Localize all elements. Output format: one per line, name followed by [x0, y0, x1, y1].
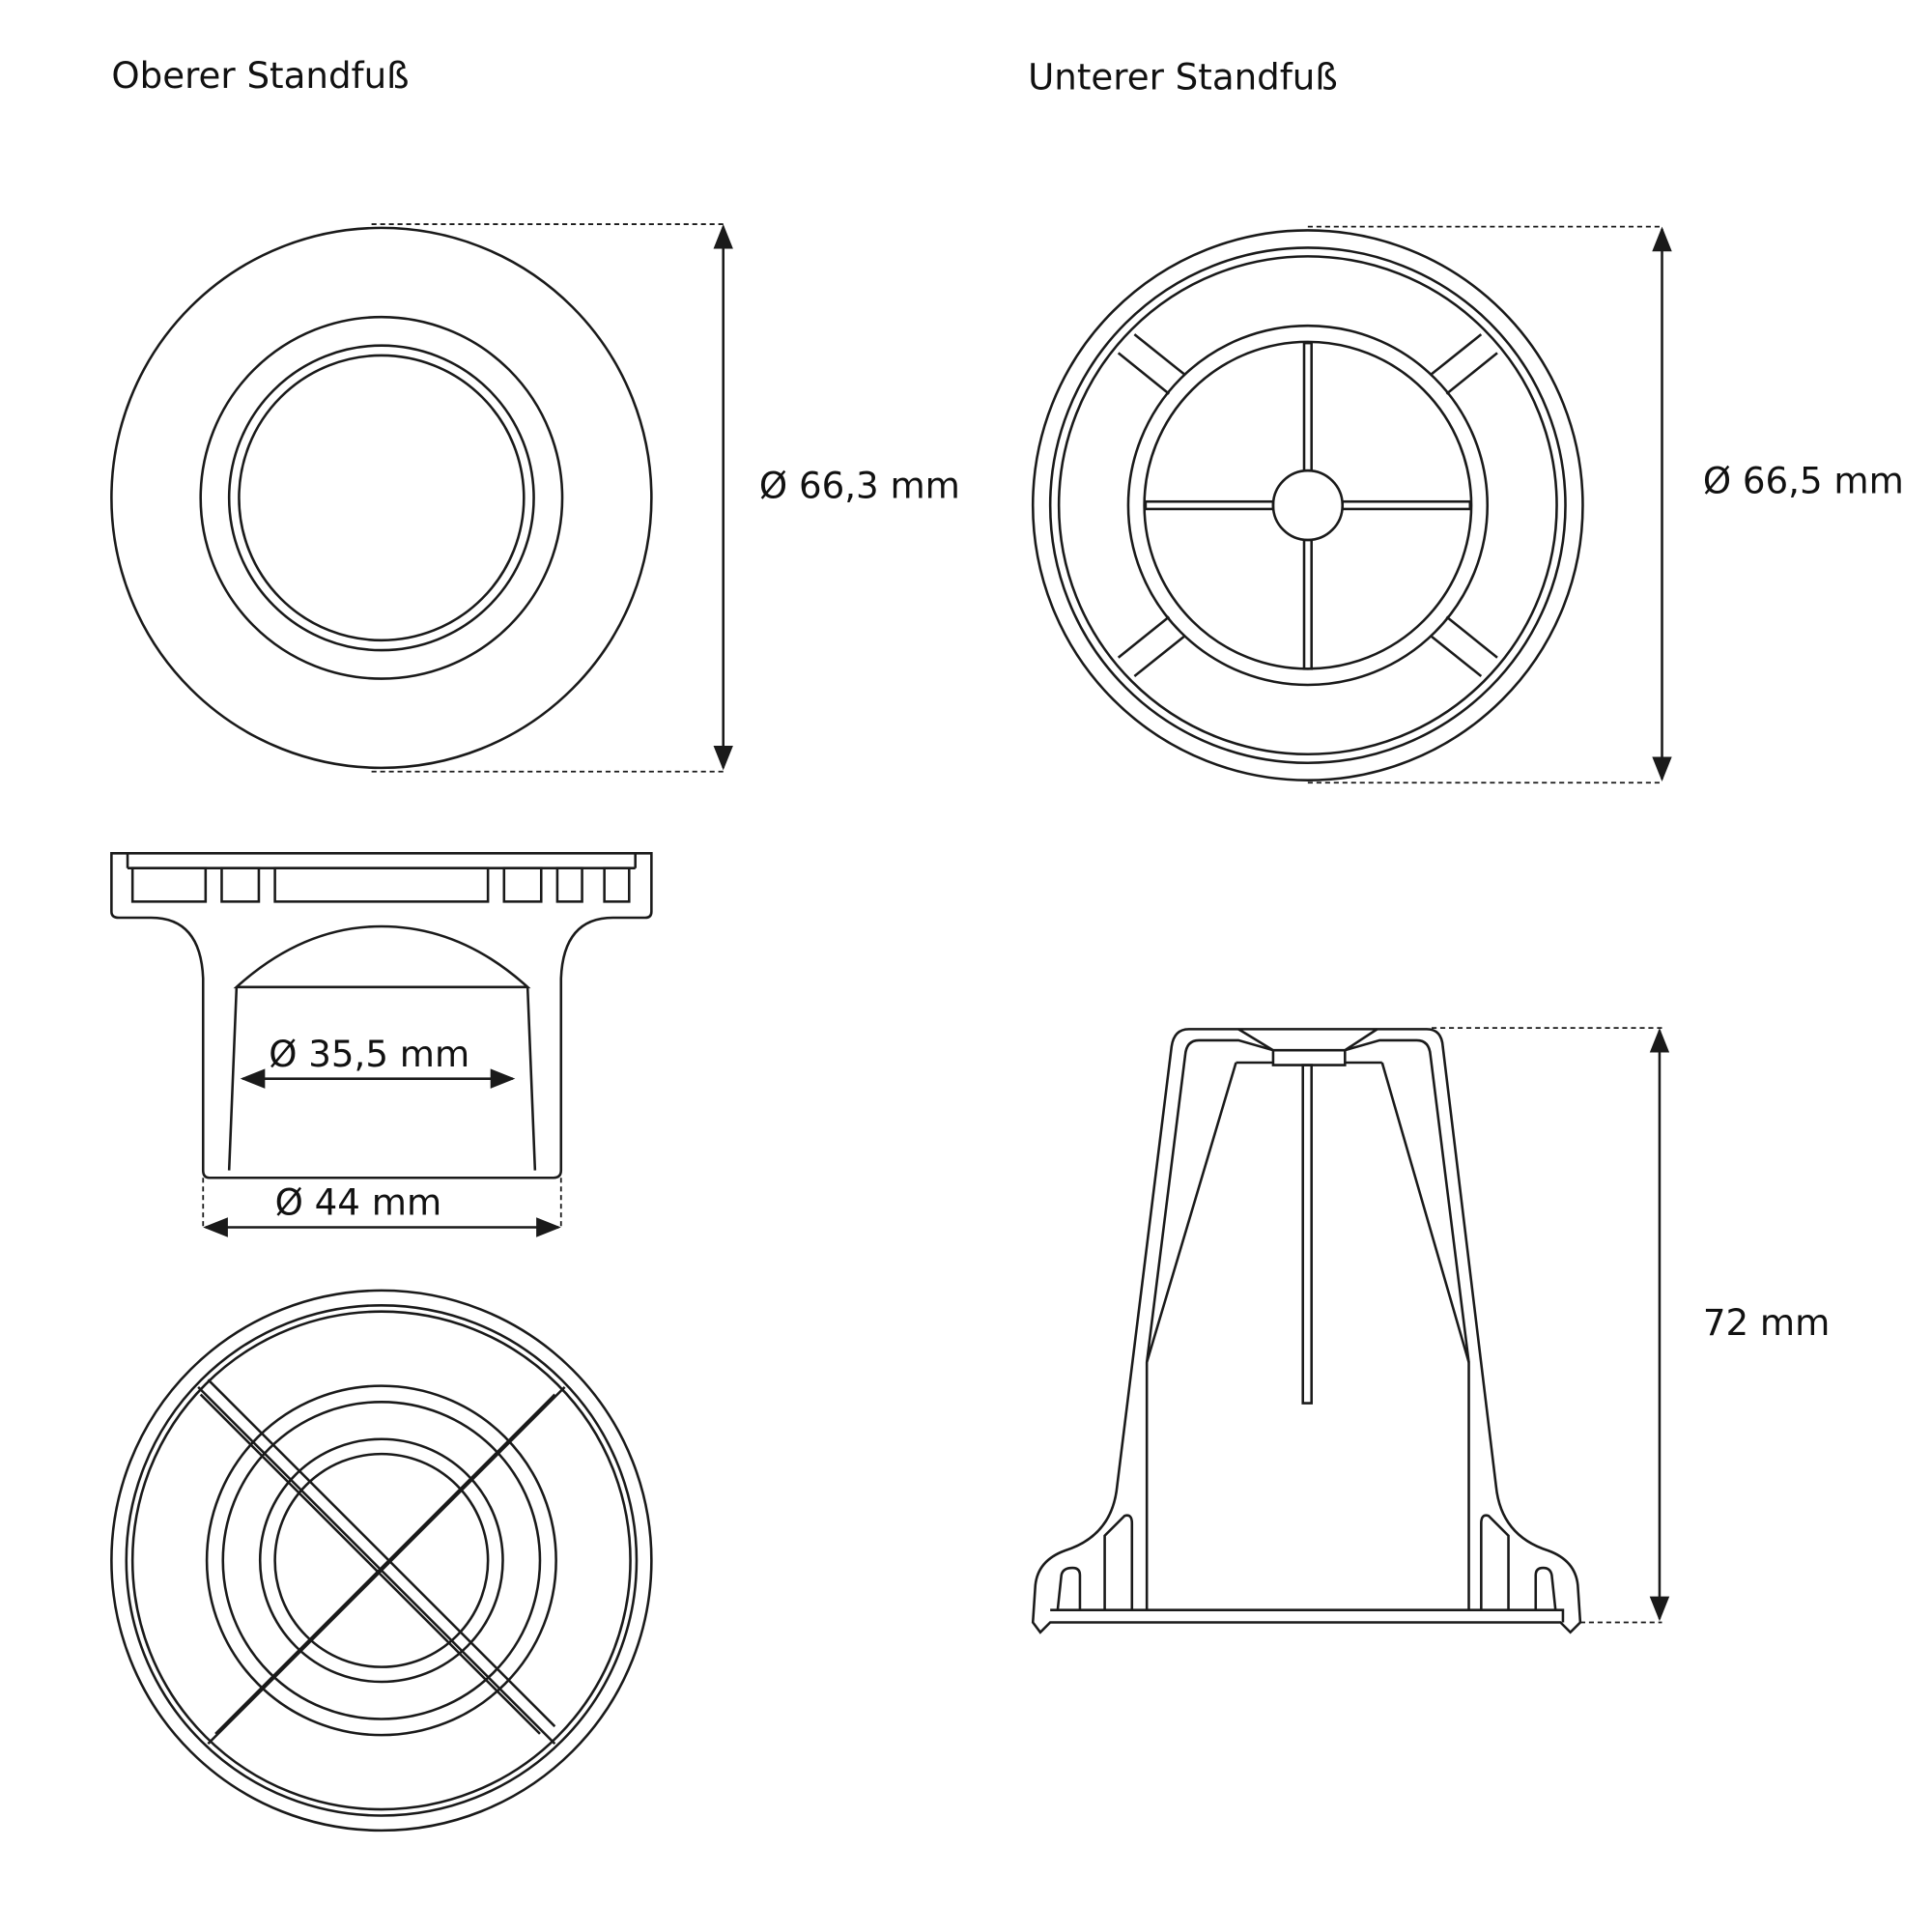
lower-diameter-label: Ø 66,5 mm — [1703, 459, 1904, 501]
lower-foot-side-view — [1031, 1028, 1582, 1634]
stem-diameter-label: Ø 44 mm — [275, 1181, 442, 1224]
upper-foot-title: Oberer Standfuß — [111, 54, 409, 97]
inner-diameter-label: Ø 35,5 mm — [269, 1033, 469, 1075]
upper-foot-top-view — [110, 223, 733, 773]
upper-foot-side-view — [110, 852, 653, 1179]
height-label: 72 mm — [1703, 1301, 1830, 1344]
upper-foot-bottom-view — [110, 1289, 653, 1833]
lower-foot-title: Unterer Standfuß — [1028, 55, 1338, 98]
upper-diameter-label: Ø 66,3 mm — [759, 464, 960, 506]
lower-foot-top-view — [1031, 225, 1672, 784]
